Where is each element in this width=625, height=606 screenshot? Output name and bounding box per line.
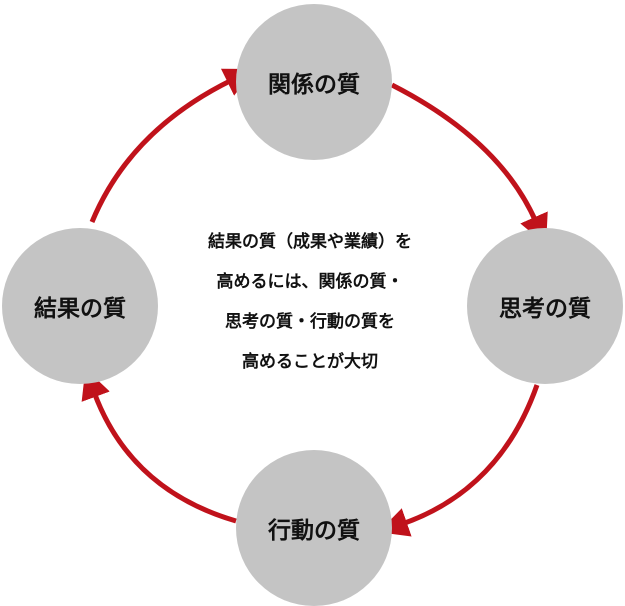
center-line: 思考の質・行動の質を	[225, 312, 395, 332]
arrow-action-to-result	[81, 368, 237, 524]
node-relationship-quality: 関係の質	[236, 4, 392, 160]
arrow-result-to-relationship	[89, 68, 255, 223]
node-action-quality: 行動の質	[236, 450, 392, 606]
node-label: 行動の質	[268, 518, 360, 544]
arrow-thinking-to-action	[378, 384, 540, 537]
node-label: 関係の質	[268, 72, 360, 98]
node-label: 結果の質	[34, 296, 126, 322]
node-result-quality: 結果の質	[2, 228, 158, 384]
node-thinking-quality: 思考の質	[467, 228, 623, 384]
node-label: 思考の質	[499, 296, 591, 322]
center-line: 高めることが大切	[242, 352, 378, 372]
center-line: 結果の質（成果や業績）を	[208, 232, 412, 252]
center-explanation: 結果の質（成果や業績）を 高めるには、関係の質・ 思考の質・行動の質を 高めるこ…	[160, 222, 460, 382]
center-line: 高めるには、関係の質・	[216, 272, 404, 292]
arrow-relationship-to-thinking	[390, 82, 548, 245]
